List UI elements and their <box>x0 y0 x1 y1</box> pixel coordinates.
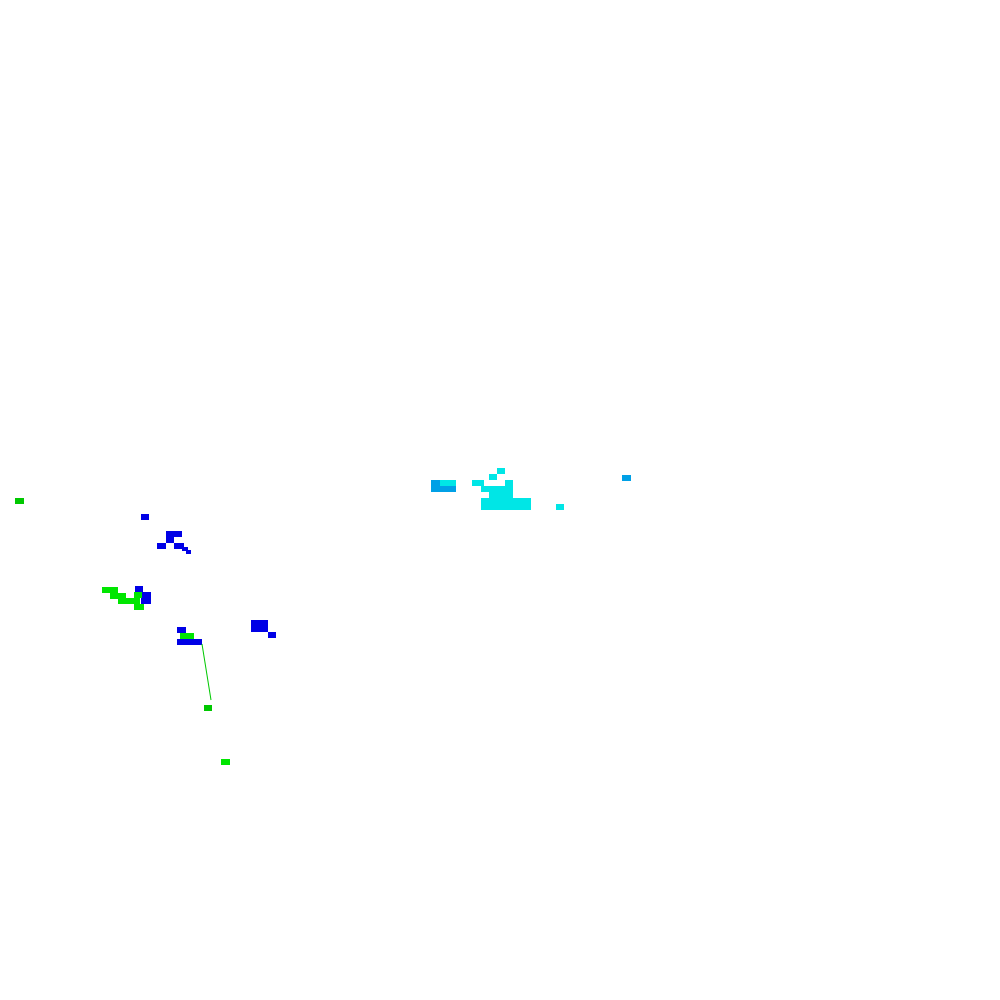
echo-cell <box>118 598 140 604</box>
echo-cell <box>489 492 497 498</box>
echo-cell <box>481 498 531 510</box>
echo-cell <box>497 486 513 492</box>
echo-cell <box>489 474 497 480</box>
echo-cell <box>134 592 142 598</box>
echo-cell <box>180 633 194 639</box>
echo-cell <box>177 627 186 633</box>
echo-cell <box>251 620 268 632</box>
echo-cell <box>431 480 440 492</box>
echo-cell <box>102 587 118 593</box>
echo-cell <box>622 475 631 481</box>
echo-cell <box>221 759 230 765</box>
echo-cell <box>174 543 184 549</box>
echo-cell <box>182 547 188 551</box>
echo-cell <box>505 480 513 486</box>
echo-cell <box>135 586 143 592</box>
echo-cell <box>141 592 151 604</box>
echo-cell <box>134 604 144 610</box>
track-line <box>201 643 212 701</box>
echo-cell <box>157 543 166 549</box>
echo-cell <box>186 550 191 554</box>
echo-cell <box>556 504 564 510</box>
echo-cell <box>497 468 505 474</box>
echo-cell <box>204 705 212 711</box>
echo-cell <box>177 639 202 645</box>
cyan-echo-cluster <box>431 468 631 510</box>
echo-cell <box>481 486 497 492</box>
echo-cell <box>497 492 513 498</box>
echo-cell <box>110 593 126 599</box>
echo-cell <box>440 480 456 486</box>
echo-cell <box>268 632 276 638</box>
echo-cell <box>15 498 24 504</box>
blue-echo-cluster <box>135 514 276 645</box>
echo-cell <box>440 486 456 492</box>
green-echo-cluster <box>15 498 230 765</box>
echo-cell <box>166 531 182 537</box>
echo-cell <box>472 480 484 486</box>
echo-cell <box>141 514 149 520</box>
echo-cell <box>166 537 174 543</box>
